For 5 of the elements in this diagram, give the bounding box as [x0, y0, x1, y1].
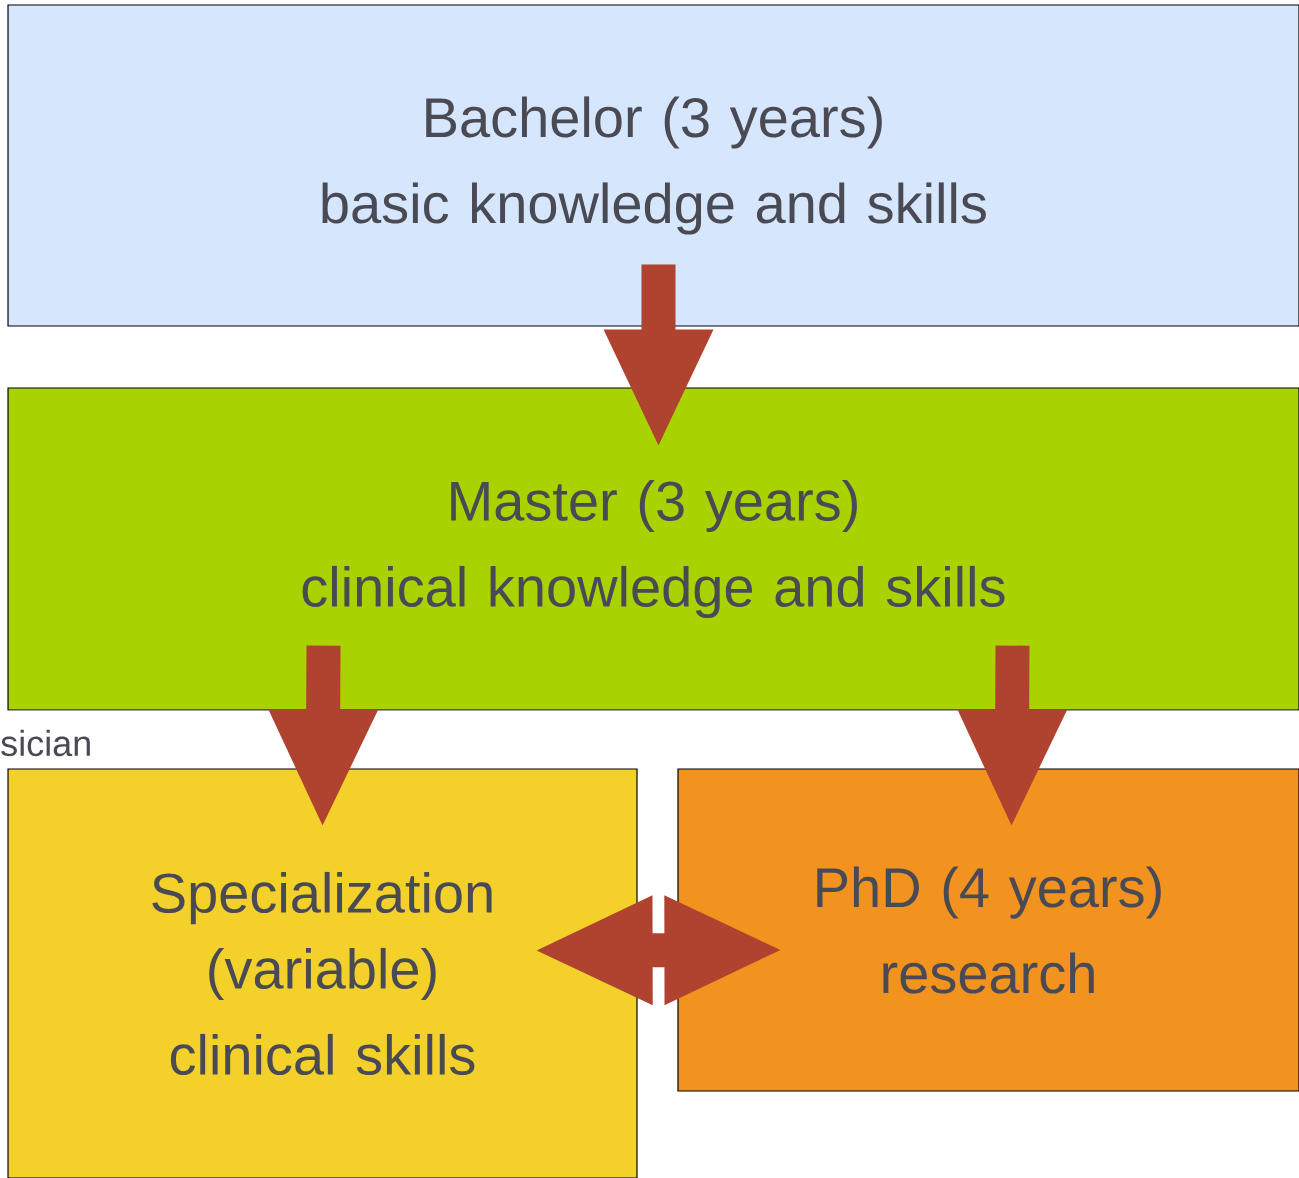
text-box: PhD (4 years) research: [677, 768, 1299, 1092]
text-box: Specialization (variable) clinical skills: [7, 768, 638, 1178]
side-label: sician: [1, 729, 90, 757]
text-box: Master (3 years) clinical knowledge and skills: [7, 387, 1299, 711]
text-box: Bachelor (3 years) basic knowledge and skills: [7, 4, 1299, 327]
